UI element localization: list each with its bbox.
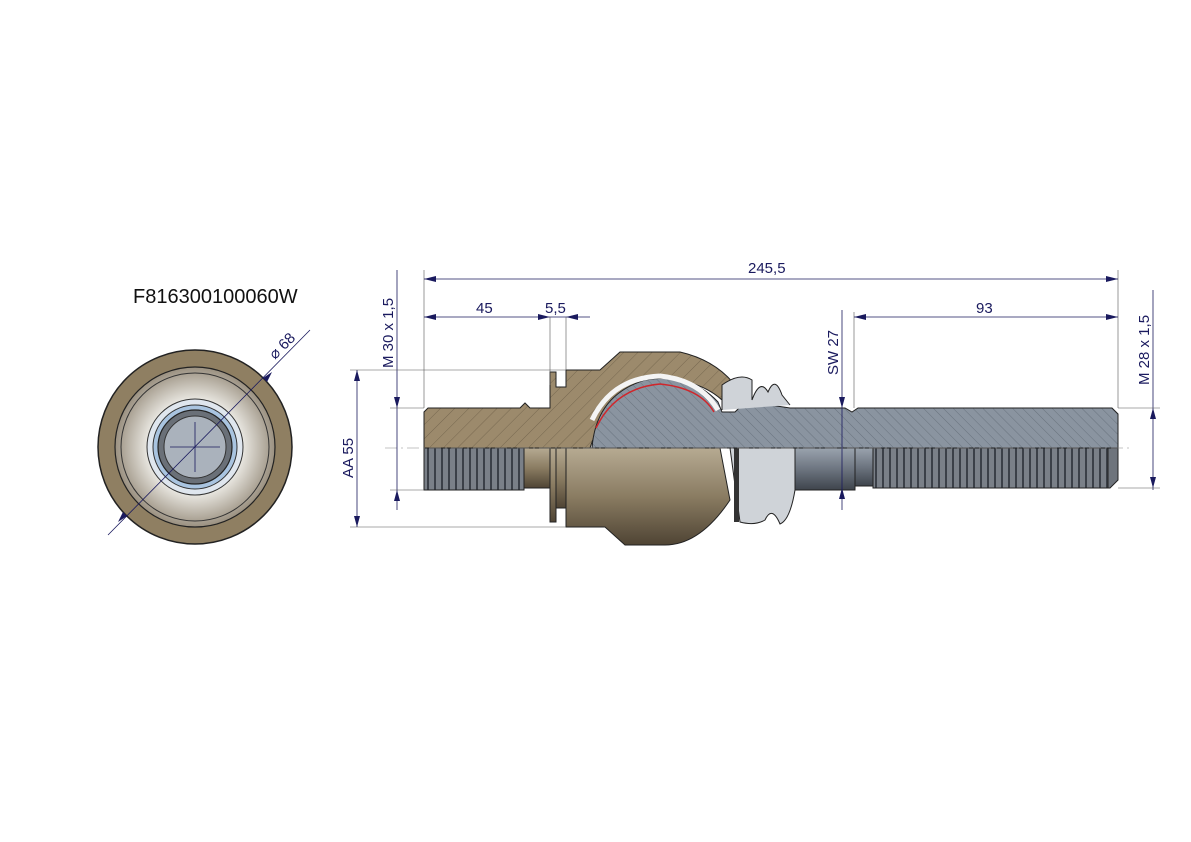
arrow-icon [118,512,127,522]
right-thread-label: M 28 x 1,5 [1136,315,1153,385]
shank-length-label: 45 [476,300,493,317]
part-number: F816300100060W [133,286,298,308]
side-view-exterior [423,447,1119,546]
end-view: ⌀ 68 [97,330,311,545]
stud-thread-length-label: 93 [976,300,993,317]
groove-width-label: 5,5 [545,300,566,317]
arrow-icon [263,372,272,382]
wrench-size-label: SW 27 [825,330,842,375]
side-view-section [423,351,1119,449]
total-length-label: 245,5 [748,260,786,277]
dimensions: 245,5 45 5,5 93 SW 27 M 30 x 1,5 AA 55 [340,260,1160,528]
housing-height-label: AA 55 [340,438,357,478]
left-thread-label: M 30 x 1,5 [380,298,397,368]
diameter-label: ⌀ 68 [266,330,299,363]
